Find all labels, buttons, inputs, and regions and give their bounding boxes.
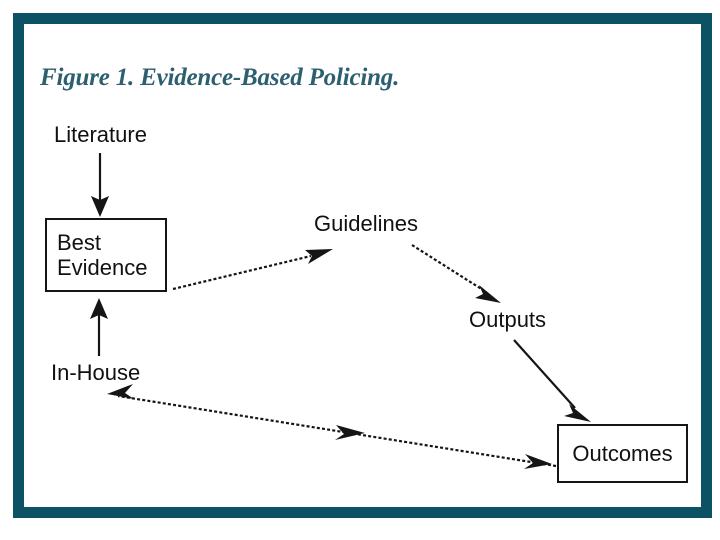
node-literature: Literature — [54, 122, 147, 147]
edge-in-house-to-best-evidence — [90, 298, 108, 356]
node-in-house: In-House — [51, 360, 141, 385]
edge-best-evidence-to-guidelines — [172, 249, 333, 291]
edge-guidelines-to-outputs — [411, 244, 501, 303]
node-outputs: Outputs — [469, 307, 547, 332]
node-best-evidence: Best Evidence — [45, 218, 167, 292]
edge-literature-to-best-evidence — [91, 153, 109, 217]
node-outcomes: Outcomes — [557, 424, 688, 483]
node-outcomes-label: Outcomes — [572, 440, 673, 466]
edge-outputs-to-outcomes — [513, 339, 591, 422]
node-guidelines: Guidelines — [314, 211, 418, 236]
edge-outcomes-to-in-house — [107, 384, 557, 469]
node-best-evidence-label: Best Evidence — [57, 229, 148, 280]
figure-title: Figure 1. Evidence-Based Policing. — [40, 64, 400, 91]
